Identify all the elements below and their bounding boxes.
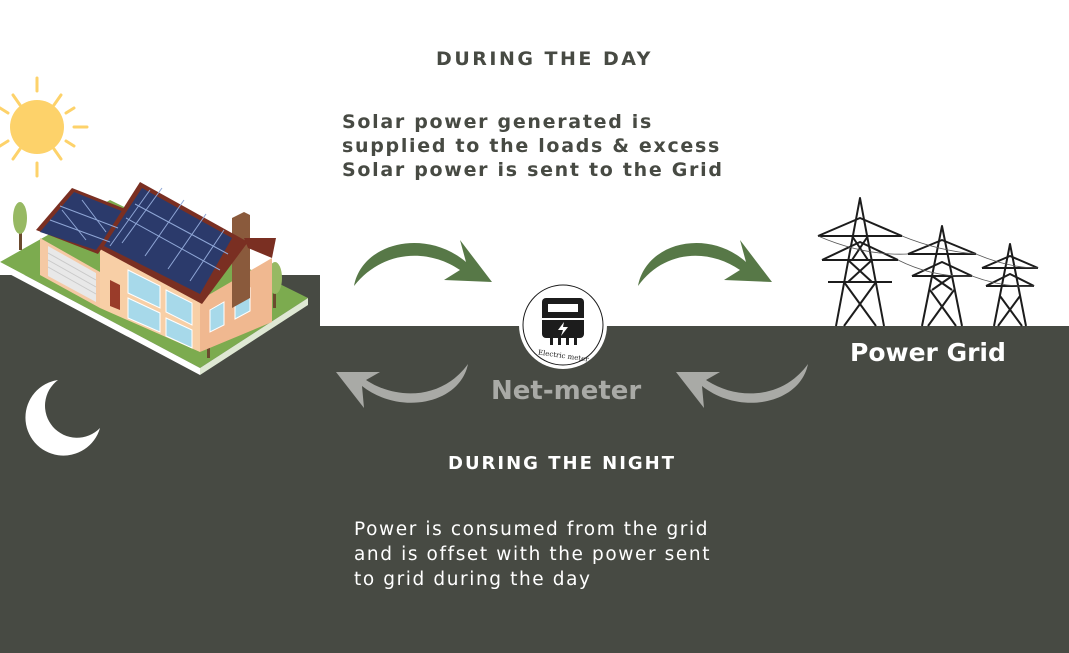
night-description: Power is consumed from the grid and is o… — [354, 519, 712, 590]
sun-icon — [0, 76, 89, 178]
day-arrow-meter-to-grid — [638, 240, 772, 286]
day-description: Solar power generated is supplied to the… — [342, 111, 724, 181]
power-grid-label: Power Grid — [850, 338, 1006, 367]
net-meter-label: Net-meter — [491, 376, 642, 406]
night-arrow-grid-to-meter — [676, 364, 808, 408]
electric-meter-icon: Electric meter — [519, 281, 607, 369]
day-arrow-house-to-meter — [354, 240, 492, 286]
moon-icon — [25, 380, 101, 456]
day-heading: DURING THE DAY — [436, 48, 653, 70]
night-heading: DURING THE NIGHT — [448, 453, 677, 474]
night-arrow-meter-to-house — [336, 364, 468, 408]
house-with-solar-panels-icon — [0, 182, 308, 375]
transmission-tower-icon — [817, 197, 1039, 327]
